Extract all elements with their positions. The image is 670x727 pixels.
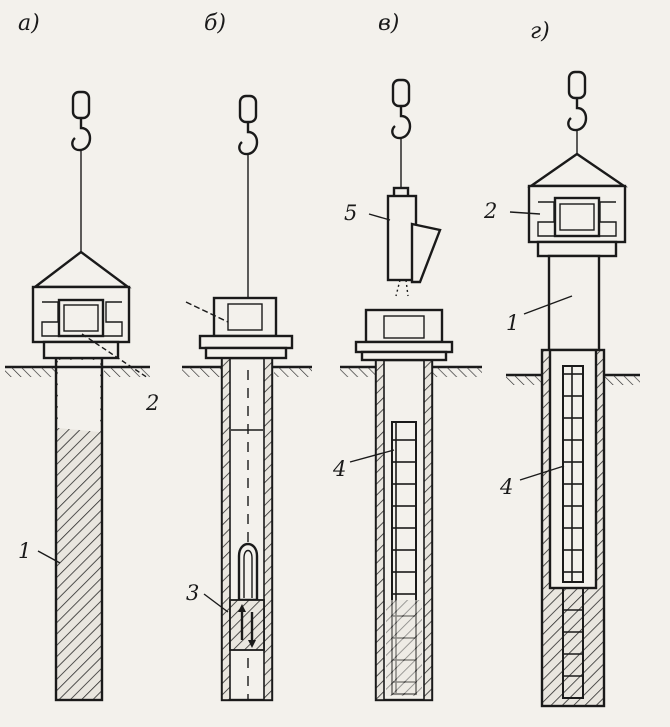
panel-label-v: в) [378, 11, 399, 36]
callout-2-g: 2 [483, 199, 497, 223]
callout-1-g: 1 [506, 311, 519, 335]
ground-surface [5, 365, 150, 377]
callout-2-a: 2 [145, 391, 159, 415]
crane-hook-icon [391, 78, 412, 140]
crane-hook-icon [567, 70, 588, 132]
panel-label-g: г) [530, 19, 550, 44]
clamp-head [198, 296, 294, 360]
concrete-bucket [386, 186, 442, 297]
vibration-tool [229, 542, 265, 651]
crane-hook-icon [238, 94, 259, 156]
panel-b: б) [182, 11, 312, 702]
panel-label-b: б) [204, 11, 226, 36]
callout-3-b: 3 [186, 581, 199, 605]
driving-cap [527, 152, 628, 258]
crane-hook-icon [71, 90, 92, 152]
inner-tube [547, 254, 601, 354]
clamp-head [354, 308, 454, 362]
callout-1-a: 1 [18, 539, 31, 563]
panel-label-a: а) [18, 11, 40, 36]
callout-4-v: 4 [332, 457, 346, 481]
callout-4-g: 4 [499, 475, 513, 499]
panel-d: г) [483, 19, 640, 708]
panel-a: а) 2 1 [5, 11, 159, 702]
panel-c: в) 5 [332, 11, 482, 702]
rebar-cage [562, 365, 584, 583]
driving-cap [31, 250, 132, 360]
callout-5-v: 5 [344, 201, 357, 225]
